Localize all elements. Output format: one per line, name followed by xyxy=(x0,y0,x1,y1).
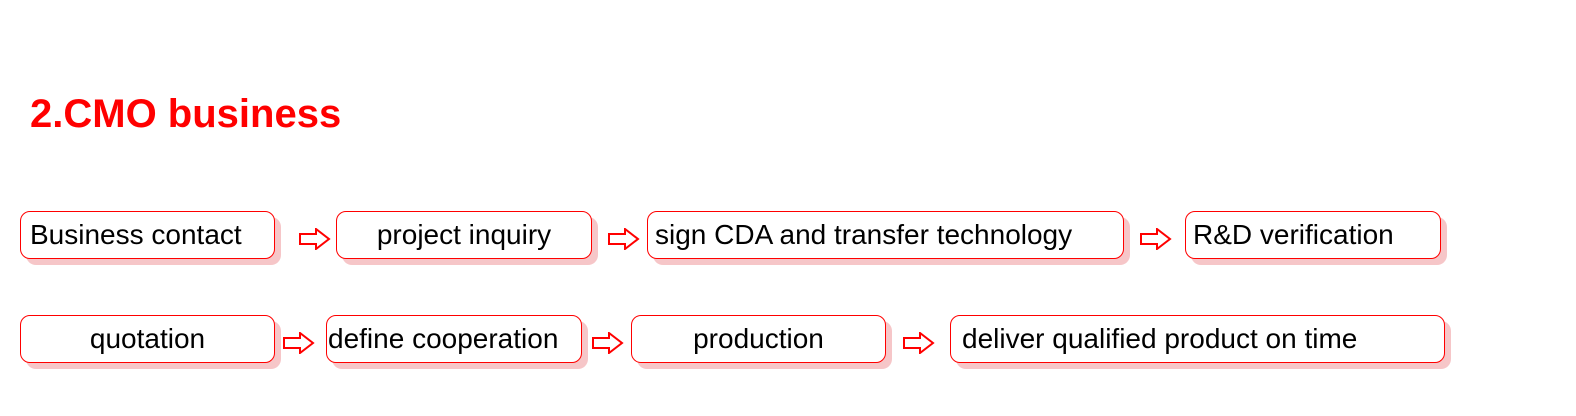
step-box-quotation: quotation xyxy=(20,315,275,363)
flow-arrow-icon xyxy=(592,332,624,354)
flow-arrow-icon xyxy=(903,332,935,354)
step-box-define-cooperation: define cooperation xyxy=(326,315,582,363)
page-title: 2.CMO business xyxy=(30,92,342,136)
step-box-deliver-product: deliver qualified product on time xyxy=(950,315,1445,363)
flow-arrow-icon xyxy=(1140,228,1172,250)
flow-arrow-icon xyxy=(299,228,331,250)
flow-arrow-icon xyxy=(608,228,640,250)
flow-arrow-icon xyxy=(283,332,315,354)
step-box-production: production xyxy=(631,315,886,363)
step-box-project-inquiry: project inquiry xyxy=(336,211,592,259)
step-box-business-contact: Business contact xyxy=(20,211,275,259)
step-box-sign-cda: sign CDA and transfer technology xyxy=(647,211,1124,259)
step-box-rd-verification: R&D verification xyxy=(1185,211,1441,259)
